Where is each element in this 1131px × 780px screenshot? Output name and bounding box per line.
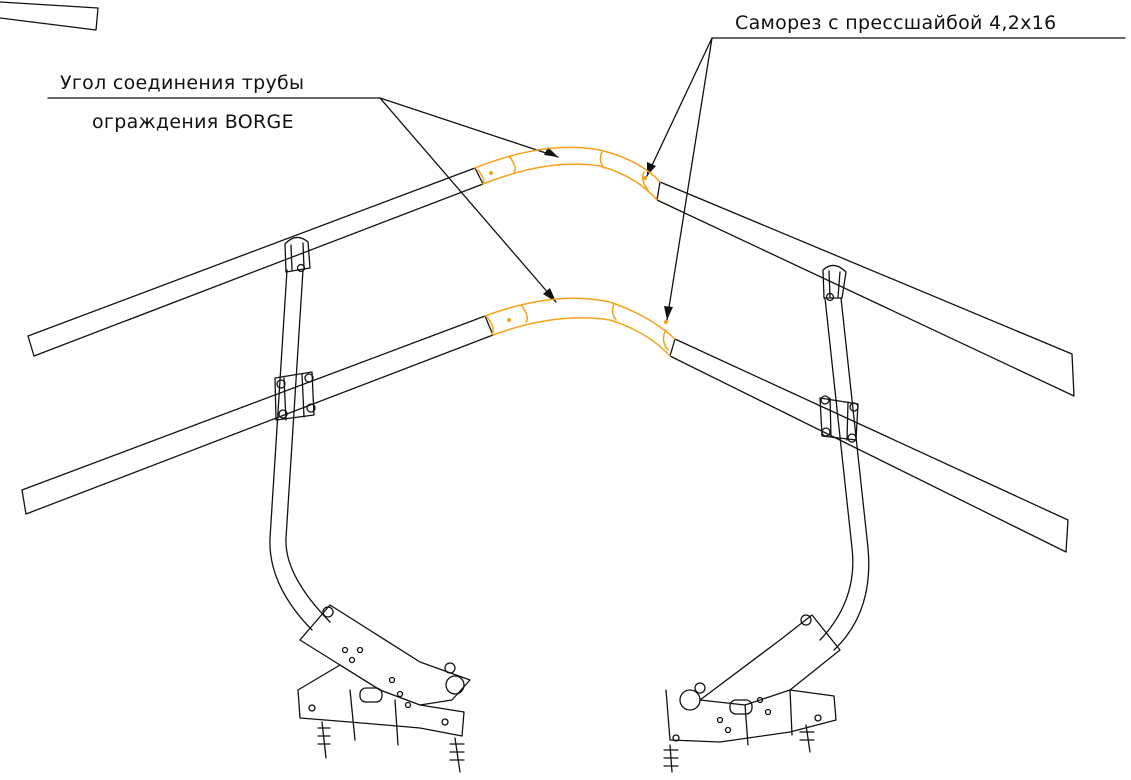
upper-rail-right xyxy=(656,181,1075,397)
left-lower-clamp xyxy=(274,371,316,421)
screw-leader-lower xyxy=(666,37,713,321)
screw-callout-label: Саморез с прессшайбой 4,2х16 xyxy=(735,12,1057,34)
left-base-bracket xyxy=(297,604,471,773)
lower-corner-connector xyxy=(484,297,676,357)
corner-callout-label-line2: ограждения BORGE xyxy=(92,111,294,133)
lower-rail-left xyxy=(21,315,494,515)
corner-leader-upper xyxy=(379,97,559,158)
left-post-tube xyxy=(269,269,331,631)
lower-rail-right xyxy=(669,338,1069,553)
lower-connector-screw-dot-right xyxy=(664,320,668,324)
left-upper-clamp xyxy=(284,236,311,273)
corner-leader-lower xyxy=(379,97,557,303)
upper-connector-screw-dot-right xyxy=(643,176,647,180)
corner-callout-label-line1: Угол соединения трубы xyxy=(60,72,305,94)
right-upper-clamp xyxy=(822,264,847,302)
lower-connector-screw-dot-left xyxy=(507,318,511,322)
arrowhead-corner-lower xyxy=(543,288,556,302)
arrowhead-corner-upper xyxy=(544,147,558,157)
arrowhead-screw-lower xyxy=(664,306,673,320)
right-post-tube xyxy=(819,297,870,651)
right-lower-clamp xyxy=(819,395,859,443)
upper-corner-connector xyxy=(474,146,661,201)
screw-leader-upper xyxy=(646,37,713,177)
right-base-bracket xyxy=(663,614,841,773)
rail-fragment-top-left xyxy=(0,1,99,31)
upper-rail-left xyxy=(27,167,484,357)
upper-connector-screw-dot-left xyxy=(489,171,493,175)
